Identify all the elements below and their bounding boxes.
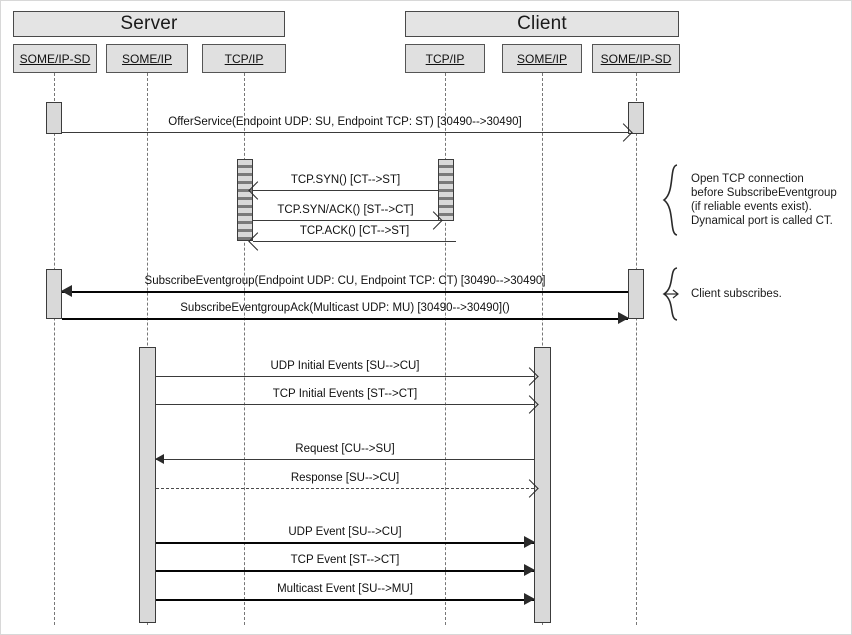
arrowhead-filled-left [155,454,164,464]
lifeline-head-server-someip[interactable]: SOME/IP [106,44,188,73]
message-tcp-syn-label: TCP.SYN() [CT-->ST] [290,174,401,186]
message-tcp-event-line [156,570,534,572]
arrowhead-filled-right [524,536,535,548]
note-client-subscribes: Client subscribes. [691,288,782,300]
lifeline-head-server-tcpip-label: TCP/IP [224,51,264,66]
activation-client-tcpip-handshake [438,159,454,221]
message-response-line [156,488,534,489]
activation-client-someip-events [534,347,551,623]
message-multicast-event-line [156,599,534,601]
message-subscribe-eventgroup-label: SubscribeEventgroup(Endpoint UDP: CU, En… [144,275,546,287]
message-response-label: Response [SU-->CU] [290,472,400,484]
message-tcp-event-label: TCP Event [ST-->CT] [290,554,400,566]
lifeline-head-server-someip-sd-label: SOME/IP-SD [19,51,91,66]
lifeline-client-someip-sd [636,73,637,625]
message-udp-event-line [156,542,534,544]
note-open-tcp-connection: Open TCP connection before SubscribeEven… [691,173,837,227]
activation-server-someip-sd-offer [46,102,62,134]
lifeline-server-tcpip [244,73,245,625]
activation-client-someip-sd-subscribe [628,269,644,319]
lifeline-head-client-tcpip[interactable]: TCP/IP [405,44,485,73]
lifeline-head-client-tcpip-label: TCP/IP [425,51,465,66]
message-offer-service-line [62,132,628,133]
message-subscribe-eventgroup-ack-label: SubscribeEventgroupAck(Multicast UDP: MU… [180,302,510,314]
message-udp-event-label: UDP Event [SU-->CU] [288,526,402,538]
group-header-client: Client [405,11,679,37]
message-udp-initial-events-label: UDP Initial Events [SU-->CU] [270,360,420,372]
message-tcp-initial-events-line [156,404,534,405]
message-offer-service-label: OfferService(Endpoint UDP: SU, Endpoint … [168,116,522,128]
lifeline-server-someip-sd [54,73,55,625]
lifeline-client-tcpip [445,73,446,625]
activation-server-someip-events [139,347,156,623]
arrowhead-filled-right [524,564,535,576]
activation-client-someip-sd-offer [628,102,644,134]
message-tcp-initial-events-label: TCP Initial Events [ST-->CT] [272,388,418,400]
group-header-client-label: Client [517,13,567,34]
lifeline-head-client-someip-label: SOME/IP [516,51,567,66]
lifeline-head-client-someip[interactable]: SOME/IP [502,44,582,73]
lifeline-head-client-someip-sd-label: SOME/IP-SD [600,51,672,66]
brace-client-subscribes [661,267,683,321]
lifeline-head-server-tcpip[interactable]: TCP/IP [202,44,286,73]
lifeline-head-client-someip-sd[interactable]: SOME/IP-SD [592,44,680,73]
message-udp-initial-events-line [156,376,534,377]
brace-open-tcp-connection [661,164,683,236]
arrowhead-filled-right [618,312,629,324]
message-multicast-event-label: Multicast Event [SU-->MU] [277,583,413,595]
group-header-server-label: Server [120,13,178,34]
message-tcp-syn-ack-label: TCP.SYN/ACK() [ST-->CT] [277,204,414,216]
arrowhead-filled-left [61,285,72,297]
message-request-label: Request [CU-->SU] [295,443,395,455]
message-tcp-syn-line [253,190,438,191]
activation-server-someip-sd-subscribe [46,269,62,319]
message-tcp-ack-label: TCP.ACK() [CT-->ST] [299,225,410,237]
lifeline-head-server-someip-label: SOME/IP [121,51,172,66]
message-subscribe-eventgroup-line [62,291,628,293]
group-header-server: Server [13,11,285,37]
message-tcp-syn-ack-line [253,220,438,221]
arrowhead-filled-right [524,593,535,605]
message-tcp-ack-line [253,241,456,242]
message-request-line [156,459,534,460]
lifeline-head-server-someip-sd[interactable]: SOME/IP-SD [13,44,97,73]
message-subscribe-eventgroup-ack-line [62,318,628,320]
activation-server-tcpip-handshake [237,159,253,241]
